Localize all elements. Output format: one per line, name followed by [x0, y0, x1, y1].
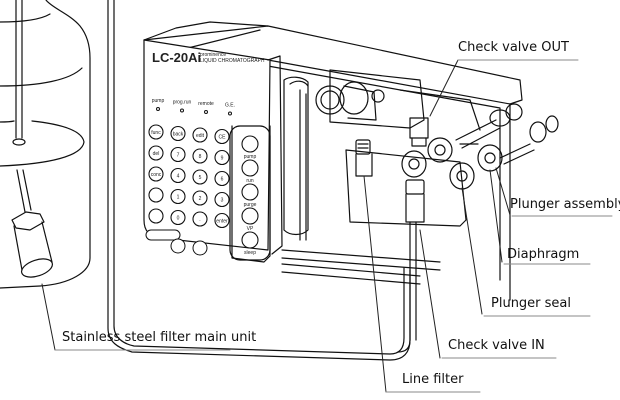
- check-valve-out-fitting: [409, 117, 429, 147]
- label-check-valve-in: Check valve IN: [448, 338, 545, 353]
- keypad-key[interactable]: [192, 148, 208, 164]
- pump-frame: [143, 21, 523, 301]
- indicator-led: [228, 111, 232, 116]
- plunger-assembly: [455, 103, 559, 165]
- keypad-key[interactable]: [214, 128, 230, 145]
- side-key-label: purge: [244, 202, 257, 208]
- keypad-key-label: back: [173, 132, 184, 138]
- side-key[interactable]: [241, 207, 259, 225]
- keypad-key-label: 1: [177, 195, 180, 201]
- keypad-key-label: 6: [221, 177, 224, 183]
- side-key-label: pump: [244, 154, 257, 160]
- keypad-key[interactable]: [148, 187, 164, 203]
- keypad-key-label: .: [199, 217, 200, 223]
- line-filter-fitting: [355, 139, 373, 177]
- keypad-key[interactable]: [170, 238, 186, 254]
- keypad-key[interactable]: [148, 124, 164, 140]
- brand-line-1: prominence: [200, 52, 226, 58]
- label-plunger-assembly: Plunger assembly: [510, 197, 620, 212]
- keypad-key[interactable]: [170, 125, 186, 142]
- keypad-key-label: func: [151, 130, 161, 136]
- keypad-key[interactable]: [192, 211, 208, 227]
- control-panel-body: [143, 39, 283, 263]
- model-name: LC-20Ai: [152, 50, 201, 65]
- motor-knob: [315, 81, 385, 121]
- indicator-label: pump: [152, 98, 165, 104]
- keypad-key-label: 5: [199, 175, 202, 181]
- keypad-key[interactable]: [170, 146, 186, 163]
- keypad-key-label: CE: [219, 135, 227, 141]
- keypad-key[interactable]: [148, 145, 164, 161]
- check-valve-in-fitting: [397, 179, 425, 353]
- keypad-key-label: 0: [177, 216, 180, 222]
- side-key-label: sleep: [244, 250, 256, 256]
- keypad-key[interactable]: [192, 190, 208, 206]
- keypad-key[interactable]: [170, 188, 186, 205]
- keypad-key[interactable]: [214, 191, 230, 208]
- keypad-key[interactable]: [192, 240, 208, 256]
- label-underlines: [54, 59, 613, 393]
- keypad: func back edit CE del 7 8 9 conc 4 5 6 1 2 3 0. enter: [145, 124, 230, 256]
- keypad-key-label: 3: [221, 198, 224, 204]
- keypad-key[interactable]: [192, 169, 208, 185]
- keypad-key[interactable]: [214, 170, 230, 187]
- stainless-filter-icon: [11, 211, 54, 278]
- side-key[interactable]: [241, 183, 259, 201]
- leader-lines: [41, 59, 511, 393]
- instrument-cabinet: [107, 0, 411, 361]
- keypad-key-label: enter: [216, 219, 228, 225]
- brand-line-2: LIQUID CHROMATOGRAPH: [200, 58, 265, 64]
- solvent-bottle: [0, 0, 91, 289]
- keypad-key[interactable]: [192, 127, 208, 143]
- side-key-label: run: [246, 178, 253, 184]
- keypad-key-label: 8: [199, 154, 202, 160]
- keypad-key-label: 7: [177, 153, 180, 159]
- indicator-led: [156, 107, 160, 111]
- keypad-key-label: 4: [177, 174, 180, 180]
- indicator-led: [180, 108, 184, 113]
- label-diaphragm: Diaphragm: [507, 247, 580, 262]
- indicator-label: G.E.: [225, 103, 235, 109]
- indicator-label: remote: [198, 101, 214, 107]
- indicator-label: prog.run: [173, 100, 192, 106]
- keypad-key-label: 9: [221, 156, 224, 162]
- keypad-key[interactable]: [170, 209, 186, 226]
- side-key[interactable]: [241, 159, 259, 177]
- keypad-key-label: 2: [199, 196, 202, 202]
- side-key[interactable]: [241, 231, 259, 249]
- keypad-key[interactable]: [170, 167, 186, 184]
- label-stainless-filter: Stainless steel filter main unit: [62, 330, 257, 345]
- side-key-label: VP: [247, 226, 254, 232]
- label-line-filter: Line filter: [402, 372, 464, 387]
- label-plunger-seal: Plunger seal: [491, 296, 572, 311]
- keypad-key-label: edit: [196, 133, 205, 139]
- keypad-key[interactable]: [148, 166, 164, 182]
- wide-key[interactable]: [145, 229, 181, 241]
- keypad-key[interactable]: [214, 212, 230, 229]
- keypad-key-label: conc: [151, 172, 162, 178]
- keypad-key[interactable]: [148, 208, 164, 224]
- side-key[interactable]: [241, 135, 259, 153]
- indicator-led: [204, 110, 208, 114]
- indicator-row: pump prog.run remote G.E.: [152, 98, 235, 116]
- label-check-valve-out: Check valve OUT: [458, 40, 569, 55]
- keypad-key-label: del: [153, 151, 160, 157]
- keypad-key[interactable]: [214, 149, 230, 166]
